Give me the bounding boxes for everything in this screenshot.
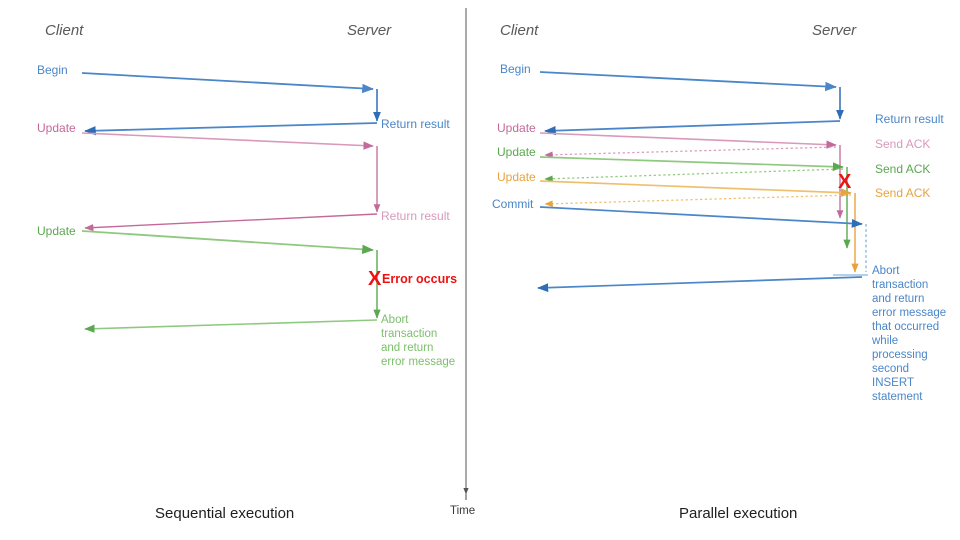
parallel-client-msg-update-3: Update [497,170,536,184]
abort-note-line: while [872,335,899,348]
sequential-caption: Sequential execution [155,505,295,522]
abort-note-line: statement [872,391,923,404]
error-x-icon-sequential: X [368,268,382,290]
parallel-arrows [537,71,868,293]
parallel-client-msg-update-2: Update [497,145,536,159]
sequential-client-header: Client [45,22,84,39]
abort-note-line: processing [872,349,928,362]
time-axis-label: Time [450,505,476,517]
abort-note-line: transaction [381,328,438,341]
sequential-server-msg-return-1: Return result [381,117,450,131]
sequential-error-label: Error occurs [382,272,458,286]
abort-note-line: error message [872,307,947,320]
abort-note-line: error message [381,356,456,369]
parallel-server-msg-return: Return result [875,112,944,126]
parallel-server-msg-ack-3: Send ACK [875,186,931,200]
sequential-arrows [81,72,381,333]
parallel-client-msg-commit: Commit [492,197,534,211]
abort-note-line: and return [381,342,434,355]
parallel-server-msg-ack-2: Send ACK [875,162,931,176]
sequential-server-header: Server [347,22,392,39]
parallel-client-header: Client [500,22,539,39]
parallel-client-msg-update-1: Update [497,121,536,135]
abort-note-line: transaction [872,279,929,292]
sequential-client-msg-update-2: Update [37,224,76,238]
sequential-client-msg-begin: Begin [37,63,68,77]
sequential-abort-note: Abort transaction and return error messa… [381,313,467,369]
parallel-server-header: Server [812,22,857,39]
parallel-client-msg-begin: Begin [500,62,531,76]
abort-note-line: second [872,363,910,376]
parallel-server-msg-ack-1: Send ACK [875,137,931,151]
error-x-icon-parallel: X [838,171,852,193]
abort-note-line: that occurred [872,321,940,334]
abort-note-line: Abort [381,314,409,326]
abort-note-line: Abort [872,265,900,277]
sequential-server-msg-return-2: Return result [381,209,450,223]
parallel-abort-note: Abort transaction and return error messa… [872,264,960,404]
abort-note-line: and return [872,293,925,306]
abort-note-line: INSERT [872,377,914,390]
sequential-client-msg-update-1: Update [37,121,76,135]
parallel-caption: Parallel execution [679,505,798,522]
